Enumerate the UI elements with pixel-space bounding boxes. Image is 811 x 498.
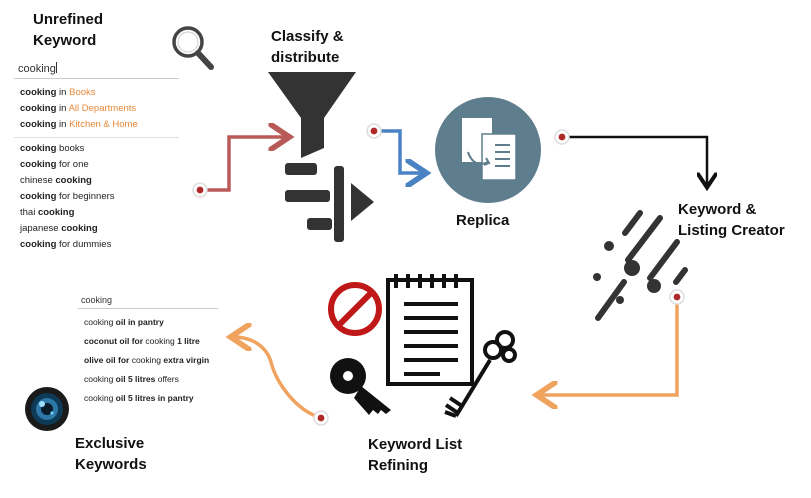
- arrow-creator-to-refining: [540, 297, 679, 395]
- arrow-replica-to-creator: [562, 135, 707, 185]
- dept-suggestion[interactable]: cooking in Books: [20, 87, 96, 98]
- streaks-icon: [593, 210, 688, 321]
- keyword-suggestion[interactable]: japanese cooking: [20, 223, 98, 234]
- arrow-raw-to-classify: [200, 137, 286, 192]
- exclusive-suggestion[interactable]: coconut oil for cooking 1 litre: [84, 336, 200, 346]
- refining-title: Keyword List Refining: [368, 436, 463, 474]
- dept-suggestion[interactable]: cooking in All Departments: [20, 103, 137, 114]
- search-panel-unrefined: cooking cooking in Books cooking in All D…: [14, 60, 179, 253]
- distribute-icon: [285, 163, 374, 242]
- prohibited-icon: [328, 282, 382, 336]
- notepad-icon: [386, 274, 474, 386]
- keyword-suggestions: cooking books cooking for one chinese cook…: [14, 138, 179, 253]
- replica-title: Replica: [456, 212, 510, 229]
- camera-lens-icon: [25, 387, 69, 431]
- dept-suggestion[interactable]: cooking in Kitchen & Home: [20, 119, 138, 130]
- exclusive-suggestion[interactable]: olive oil for cooking extra virgin: [84, 355, 210, 365]
- exclusive-suggestions: cooking oil in pantry coconut oil for coo…: [78, 309, 218, 408]
- exclusive-suggestion[interactable]: cooking oil 5 litres offers: [84, 374, 179, 384]
- keyword-suggestion[interactable]: thai cooking: [20, 207, 75, 218]
- exclusive-title: Exclusive Keywords: [75, 435, 147, 473]
- search-input[interactable]: cooking: [14, 60, 179, 79]
- keyword-suggestion[interactable]: cooking for one: [20, 159, 89, 170]
- department-suggestions: cooking in Books cooking in All Departmen…: [14, 79, 179, 138]
- magnifier-icon: [172, 26, 214, 70]
- creator-title: Keyword & Listing Creator: [678, 201, 785, 239]
- exclusive-suggestion[interactable]: cooking oil 5 litres in pantry: [84, 393, 194, 403]
- arrow-refining-to-exclusive: [234, 337, 322, 420]
- exclusive-suggestion[interactable]: cooking oil in pantry: [84, 317, 164, 327]
- keyword-suggestion[interactable]: cooking for dummies: [20, 239, 112, 250]
- keyword-suggestion[interactable]: chinese cooking: [20, 175, 92, 186]
- connector-dots: [192, 123, 685, 426]
- keyword-suggestion[interactable]: cooking for beginners: [20, 191, 115, 202]
- unrefined-keyword-title: Unrefined Keyword: [33, 11, 104, 49]
- classify-title: Classify & distribute: [271, 28, 344, 66]
- search-input-exclusive[interactable]: cooking: [78, 294, 218, 309]
- key-icon: [330, 358, 391, 415]
- search-panel-exclusive: cooking cooking oil in pantry coconut oil…: [78, 294, 218, 408]
- arrow-classify-to-replica: [374, 129, 423, 173]
- keyword-suggestion[interactable]: cooking books: [20, 143, 85, 154]
- ornate-key-icon: [444, 330, 517, 418]
- funnel-icon: [268, 72, 356, 158]
- document-copy-icon: [435, 97, 541, 203]
